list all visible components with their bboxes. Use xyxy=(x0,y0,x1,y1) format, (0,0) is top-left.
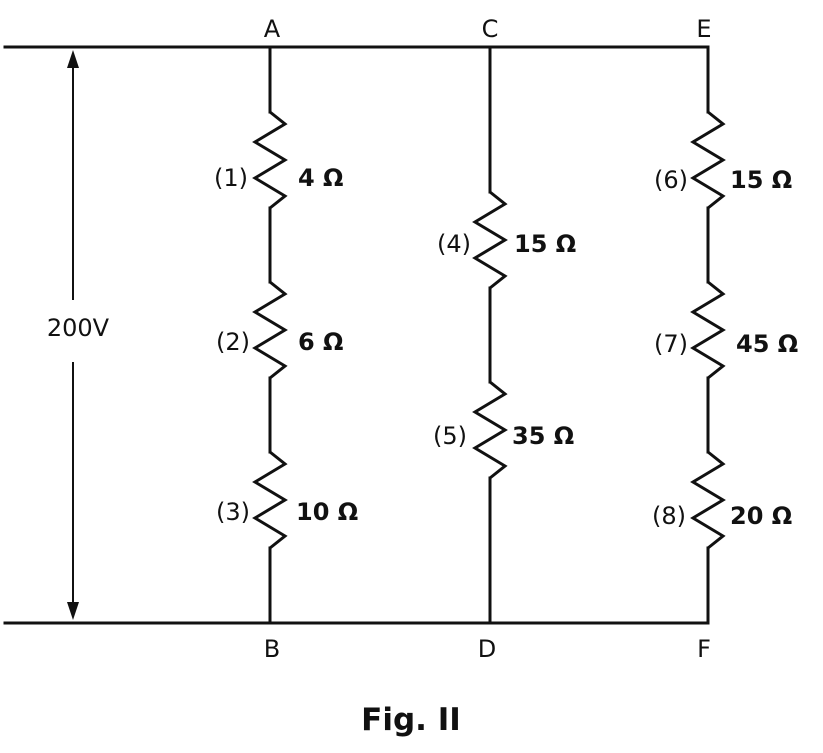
resistor-3-value: 10 Ω xyxy=(296,498,358,526)
branch-cd xyxy=(472,45,508,625)
node-d-label: D xyxy=(478,635,496,663)
branch-ef xyxy=(690,45,726,625)
node-c-label: C xyxy=(482,15,499,43)
resistor-1-id: (1) xyxy=(214,164,248,192)
branch-ab xyxy=(252,45,288,625)
resistor-5-value: 35 Ω xyxy=(512,422,574,450)
node-f-label: F xyxy=(697,635,711,663)
resistor-2-id: (2) xyxy=(216,328,250,356)
resistor-8-id: (8) xyxy=(652,502,686,530)
figure-caption: Fig. II xyxy=(361,702,461,738)
node-a-label: A xyxy=(264,15,281,43)
resistor-1-value: 4 Ω xyxy=(298,164,343,192)
resistor-4-id: (4) xyxy=(437,230,471,258)
resistor-4-value: 15 Ω xyxy=(514,230,576,258)
resistor-3-id: (3) xyxy=(216,498,250,526)
source-voltage-label: 200V xyxy=(47,314,110,342)
resistor-5-id: (5) xyxy=(433,422,467,450)
node-b-label: B xyxy=(264,635,280,663)
resistor-8-value: 20 Ω xyxy=(730,502,792,530)
resistor-6-id: (6) xyxy=(654,166,688,194)
resistor-7-id: (7) xyxy=(654,330,688,358)
resistor-6-value: 15 Ω xyxy=(730,166,792,194)
resistor-2-value: 6 Ω xyxy=(298,328,343,356)
voltage-arrow xyxy=(67,50,79,620)
resistor-7-value: 45 Ω xyxy=(736,330,798,358)
node-e-label: E xyxy=(696,15,711,43)
